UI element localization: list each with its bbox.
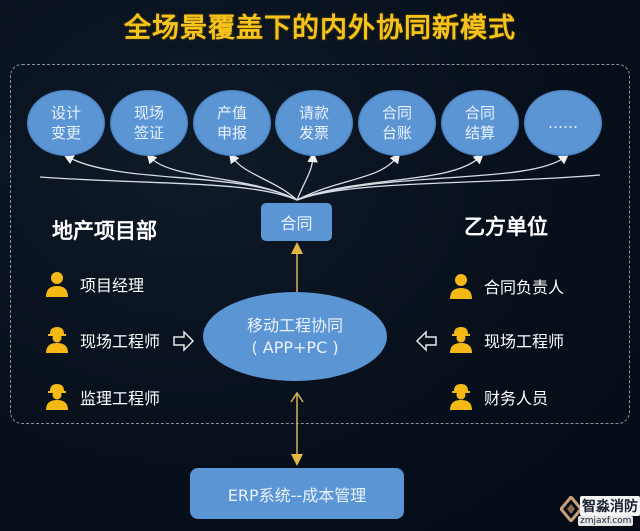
module-site-visa[interactable]: 现场签证 [110,90,188,156]
contract-node[interactable]: 合同 [261,203,332,241]
worker-helmet-icon [46,384,68,410]
module-design-change[interactable]: 设计变更 [27,90,105,156]
module-contract-ledger[interactable]: 合同台账 [358,90,436,156]
worker-helmet-icon [450,327,472,353]
module-contract-settlement[interactable]: 合同结算 [441,90,519,156]
collaboration-scope-frame [10,64,630,424]
left-role-project-manager: 项目经理 [44,270,144,298]
erp-cost-management-node[interactable]: ERP系统--成本管理 [190,468,404,519]
person-icon [46,272,68,297]
diagram-title: 全场景覆盖下的内外协同新模式 [124,13,516,44]
right-role-finance-staff: 财务人员 [448,383,548,411]
center-label: 移动工程协同 [246,315,343,335]
right-role-contract-manager: 合同负责人 [448,272,564,300]
left-group-title: 地产项目部 [52,219,157,243]
watermark-url: zmjaxf.com [578,516,634,526]
module-payment-invoice[interactable]: 请款发票 [275,90,353,156]
worker-helmet-icon [46,327,68,353]
arrow-right-icon [173,330,195,352]
person-icon [450,274,472,299]
left-role-site-engineer: 现场工程师 [44,326,160,354]
mobile-collaboration-node[interactable]: 移动工程协同 ( APP+PC ) [203,292,387,381]
module-more[interactable]: …… [524,90,602,156]
module-output-declaration[interactable]: 产值申报 [193,90,271,156]
worker-helmet-icon [450,384,472,410]
brand-logo-icon [560,496,582,522]
right-group-title: 乙方单位 [464,215,548,239]
watermark-title: 智淼消防 [580,496,640,516]
arrow-left-icon [415,330,437,352]
right-role-site-engineer: 现场工程师 [448,326,564,354]
left-role-supervising-engineer: 监理工程师 [44,383,160,411]
center-sublabel: ( APP+PC ) [251,337,339,357]
